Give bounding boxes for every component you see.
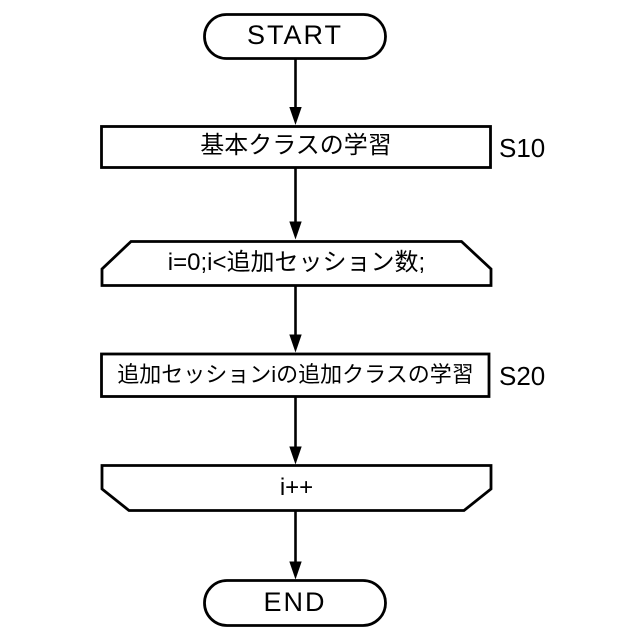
arrow-loopstart-to-step2 [289, 285, 302, 353]
process-step2-shape [100, 352, 491, 398]
process-step2-label: 追加セッションiの追加クラスの学習 [117, 361, 474, 387]
arrowhead-3 [289, 334, 302, 353]
loop-end-shape [100, 464, 493, 512]
loop-end-increment-label: i++ [279, 473, 314, 501]
arrow-loopend-to-end [289, 510, 302, 580]
process-step1-shape [100, 125, 492, 169]
end-label: END [263, 587, 327, 617]
arrowhead-4 [289, 446, 302, 465]
end-terminator-shape [203, 579, 387, 627]
loop-start-shape [100, 240, 493, 287]
arrow-step1-to-loopstart [289, 167, 302, 240]
arrowhead-2 [289, 221, 302, 240]
step-id-s20: S20 [499, 361, 546, 391]
start-label: START [246, 20, 343, 50]
process-step1-label: 基本クラスの学習 [200, 132, 392, 159]
step-id-s10: S10 [499, 133, 546, 163]
arrow-step2-to-loopend [289, 396, 302, 465]
arrowhead-5 [289, 561, 302, 580]
loop-start-condition-label: i=0;i<追加セッション数; [167, 249, 426, 276]
arrowhead-1 [289, 107, 302, 125]
arrow-start-to-step1 [289, 58, 302, 125]
